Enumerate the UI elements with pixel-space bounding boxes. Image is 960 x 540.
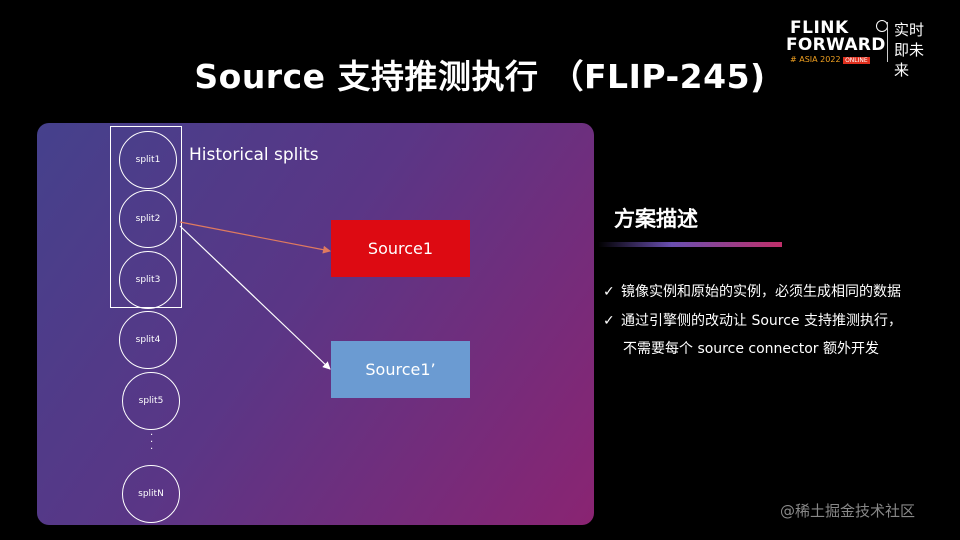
watermark: @稀土掘金技术社区 xyxy=(780,502,916,520)
bullet-text: 镜像实例和原始的实例，必须生成相同的数据 xyxy=(621,284,901,300)
logo-divider xyxy=(887,22,888,62)
split-circle: split1 xyxy=(119,131,177,189)
split-circle: splitN xyxy=(122,465,180,523)
logo-slogan: 实时即未来 xyxy=(894,21,925,79)
logo-sub: # ASIA 2022 ONLINE xyxy=(790,55,870,64)
logo-sub-text: # ASIA 2022 xyxy=(790,55,841,64)
split-circle: split5 xyxy=(122,372,180,430)
split-circle: split2 xyxy=(119,190,177,248)
source1-prime-box: Source1’ xyxy=(331,341,470,398)
ellipsis-dots: · · · xyxy=(150,430,154,455)
bullet-text: 通过引擎侧的改动让 Source 支持推测执行， xyxy=(621,313,902,329)
historical-splits-label: Historical splits xyxy=(189,145,319,165)
check-icon: ✓ xyxy=(603,284,615,300)
bullet-item: ✓ 镜像实例和原始的实例，必须生成相同的数据 xyxy=(603,281,901,301)
bullet-item: ✓ 通过引擎侧的改动让 Source 支持推测执行， xyxy=(603,310,902,330)
description-underline xyxy=(598,242,782,247)
source1-box: Source1 xyxy=(331,220,470,277)
page-title: Source 支持推测执行 （FLIP-245) xyxy=(194,57,766,96)
bullet-continuation: 不需要每个 source connector 额外开发 xyxy=(623,341,879,357)
arrow-split2-to-source1-prime xyxy=(179,225,331,370)
split-circle: split4 xyxy=(119,311,177,369)
logo-line2: FORWARD xyxy=(786,35,886,55)
split-circle: split3 xyxy=(119,251,177,309)
logo-line1: FLINK xyxy=(790,18,849,38)
description-heading: 方案描述 xyxy=(614,207,698,231)
check-icon: ✓ xyxy=(603,313,615,329)
flink-forward-logo: FLINK FORWARD # ASIA 2022 ONLINE 实时即未来 xyxy=(780,18,950,80)
arrow-split2-to-source1 xyxy=(179,221,331,254)
logo-online-badge: ONLINE xyxy=(843,57,870,64)
